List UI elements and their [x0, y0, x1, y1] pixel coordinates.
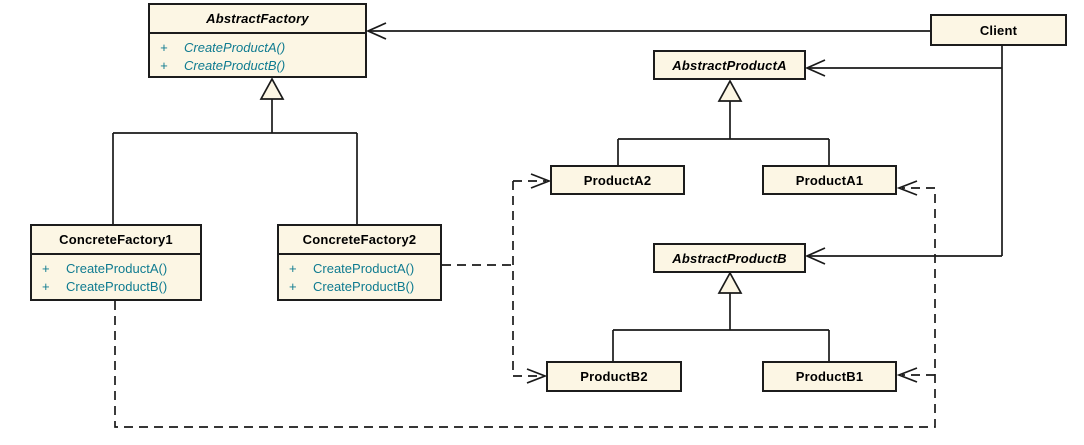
method-signature: CreateProductA() — [66, 261, 168, 276]
generalization-factories — [112, 77, 358, 224]
class-concrete-factory2[interactable]: ConcreteFactory2 + CreateProductA() + Cr… — [277, 224, 442, 301]
method-signature: CreateProductA() — [184, 40, 286, 55]
method-visibility: + — [160, 40, 168, 55]
class-title: ProductB1 — [795, 369, 864, 384]
method-visibility: + — [42, 261, 50, 276]
method-row: + CreateProductA() — [40, 260, 192, 278]
class-method-list: + CreateProductA() + CreateProductB() — [279, 255, 440, 296]
generalization-products-a — [617, 79, 830, 165]
method-row: + CreateProductA() — [158, 39, 357, 57]
method-row: + CreateProductB() — [40, 278, 192, 296]
method-row: + CreateProductB() — [287, 278, 432, 296]
association-client-abstract-factory — [365, 22, 930, 40]
method-visibility: + — [42, 279, 50, 294]
class-title: ProductA1 — [795, 172, 864, 188]
class-title: AbstractProductB — [672, 250, 787, 266]
class-title: ConcreteFactory2 — [279, 226, 440, 255]
method-signature: CreateProductB() — [66, 279, 168, 294]
method-signature: CreateProductB() — [184, 58, 286, 73]
class-method-list: + CreateProductA() + CreateProductB() — [150, 34, 365, 75]
method-row: + CreateProductA() — [287, 260, 432, 278]
class-client[interactable]: Client — [930, 14, 1067, 46]
class-title: ProductB2 — [580, 369, 648, 384]
class-product-a2[interactable]: ProductA2 — [550, 165, 685, 195]
class-abstract-product-b[interactable]: AbstractProductB — [653, 243, 806, 273]
class-method-list: + CreateProductA() + CreateProductB() — [32, 255, 200, 296]
association-client-abstract-products — [804, 45, 1003, 265]
class-product-a1[interactable]: ProductA1 — [762, 165, 897, 195]
class-concrete-factory1[interactable]: ConcreteFactory1 + CreateProductA() + Cr… — [30, 224, 202, 301]
method-visibility: + — [289, 279, 297, 294]
method-signature: CreateProductA() — [313, 261, 415, 276]
generalization-products-b — [612, 271, 830, 361]
class-title: ConcreteFactory1 — [32, 226, 200, 255]
method-signature: CreateProductB() — [313, 279, 415, 294]
class-product-b2[interactable]: ProductB2 — [546, 361, 682, 392]
class-title: AbstractFactory — [150, 5, 365, 34]
method-row: + CreateProductB() — [158, 57, 357, 75]
class-title: Client — [979, 22, 1018, 38]
class-title: ProductA2 — [583, 172, 652, 188]
class-product-b1[interactable]: ProductB1 — [762, 361, 897, 392]
dependency-concrete-factory2 — [442, 173, 552, 384]
method-visibility: + — [289, 261, 297, 276]
method-visibility: + — [160, 58, 168, 73]
class-title: AbstractProductA — [672, 57, 787, 73]
class-abstract-product-a[interactable]: AbstractProductA — [653, 50, 806, 80]
class-abstract-factory[interactable]: AbstractFactory + CreateProductA() + Cre… — [148, 3, 367, 78]
